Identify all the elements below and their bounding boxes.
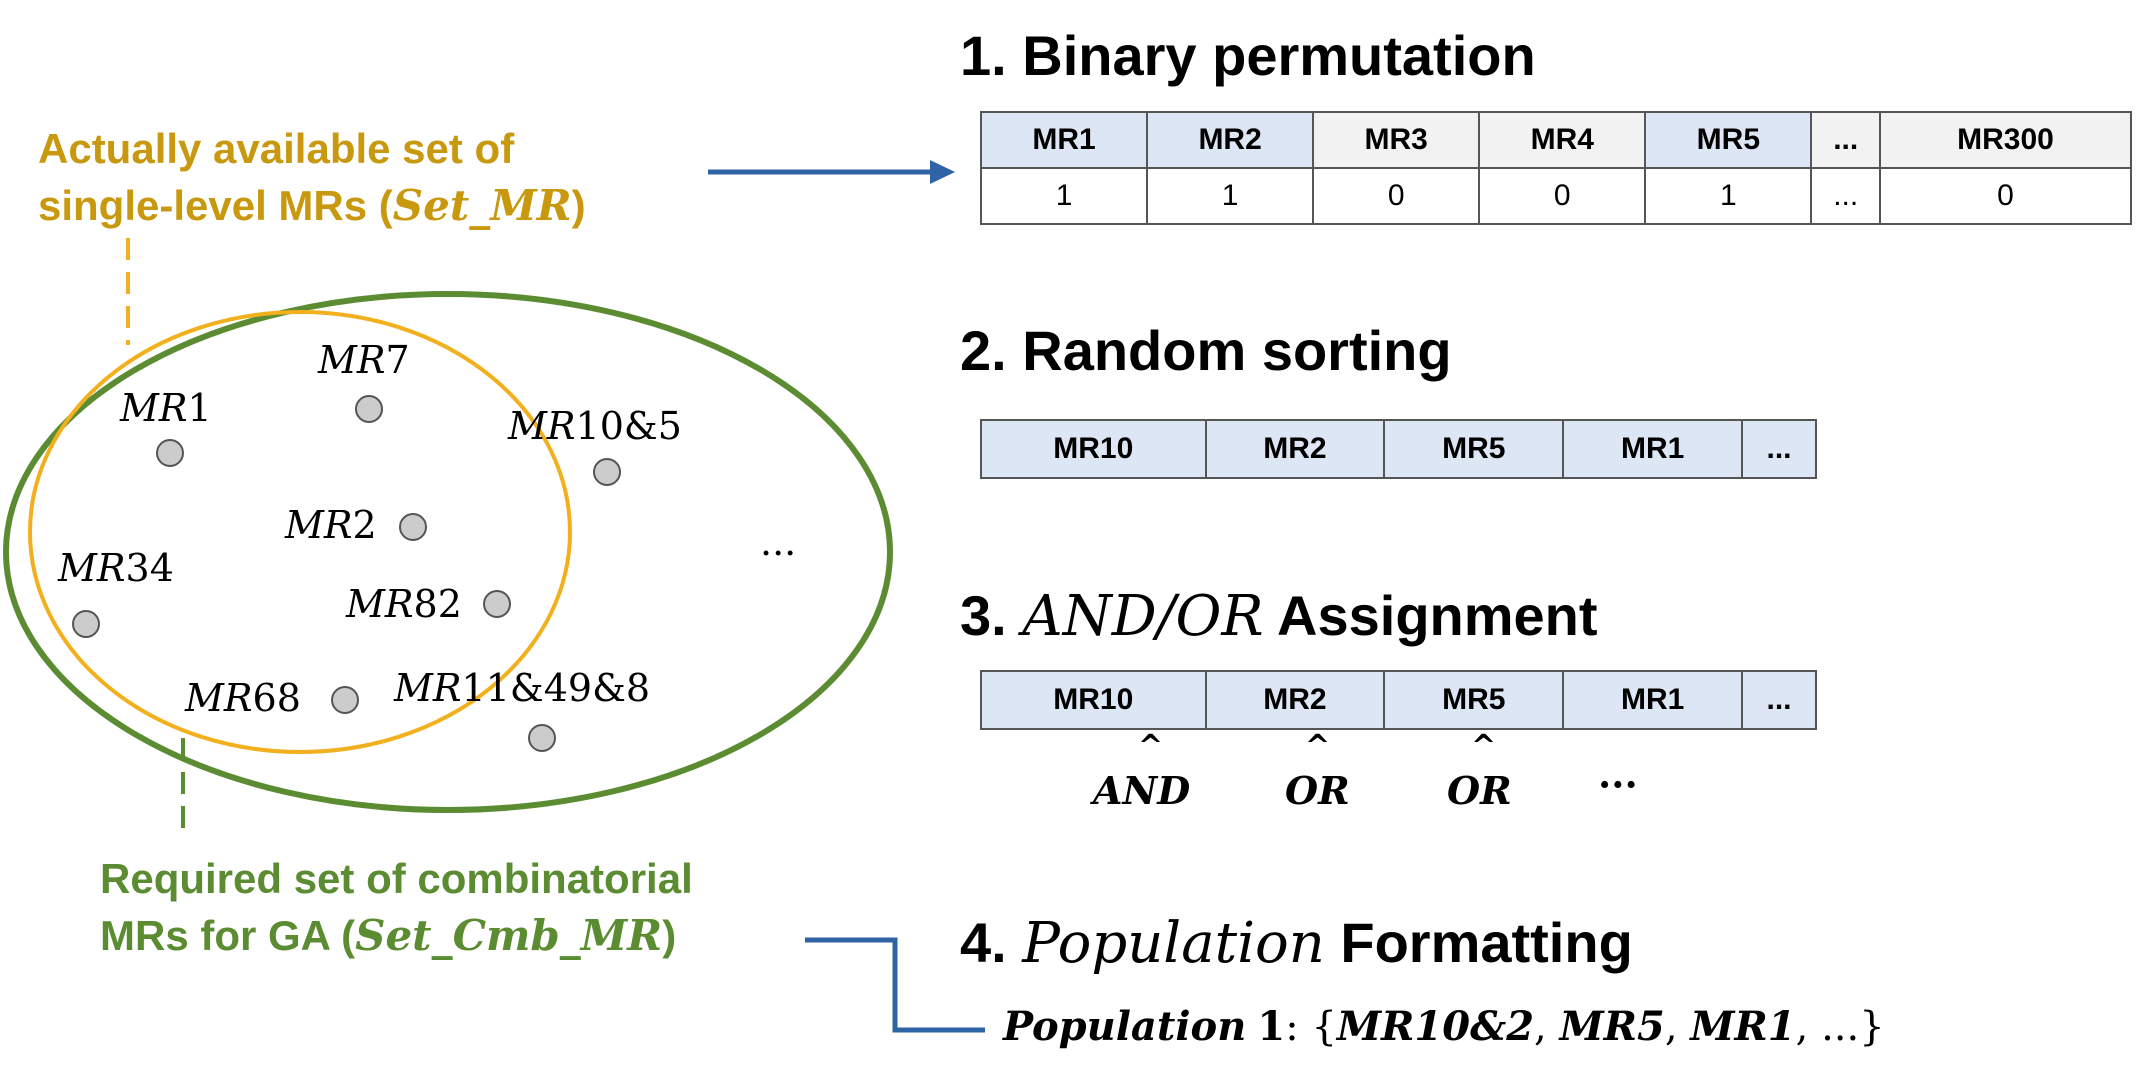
venn-label-mr11and49and8: MR11&49&8 — [394, 666, 651, 710]
mr68-dot — [331, 686, 359, 714]
population-item: ... — [1821, 1004, 1860, 1050]
mr11and49and8-dot — [528, 724, 556, 752]
bp-value-cell: 1 — [1146, 167, 1315, 225]
set-mr-label-line1: Actually available set of — [38, 125, 515, 172]
rs-cell: ... — [1741, 419, 1817, 479]
rs-cell: MR5 — [1383, 419, 1565, 479]
operator-or-2: OR — [1447, 768, 1512, 813]
population-close: } — [1859, 1004, 1885, 1050]
mr34-dot — [72, 610, 100, 638]
population-number: 1 — [1257, 1003, 1286, 1050]
population-label: Population — [1003, 1003, 1247, 1050]
operator-and: AND — [1093, 768, 1191, 813]
step3-title: 3. AND/OR Assignment — [960, 584, 1598, 649]
bp-value-cell: 1 — [979, 167, 1149, 225]
ao-cell: MR2 — [1204, 670, 1386, 730]
set-cmb-mr-connector — [805, 937, 985, 1033]
and-caret-icon: ^ — [1138, 729, 1164, 764]
ao-cell: MR10 — [980, 670, 1207, 730]
venn-label-mr2: MR2 — [285, 503, 377, 547]
rs-cell: MR10 — [980, 419, 1207, 479]
ao-cell: ... — [1741, 670, 1817, 730]
set-mr-math: Set_MR — [392, 181, 572, 230]
mr82-dot — [483, 590, 511, 618]
venn-label-mr10and5: MR10&5 — [508, 404, 682, 448]
and-or-row: MR10 MR2 MR5 MR1 ... — [980, 670, 1817, 730]
bp-value-cell: 0 — [1312, 167, 1481, 225]
operator-ellipsis: ··· — [1598, 762, 1638, 807]
venn-label-mr82: MR82 — [346, 582, 462, 626]
set-mr-ellipse — [28, 310, 572, 754]
step4-title: 4. Population Formatting — [960, 911, 1633, 976]
venn-ellipsis: ... — [760, 520, 797, 564]
random-sorting-table: MR10 MR2 MR5 MR1 ... — [980, 419, 1817, 479]
binary-permutation-value-row: 1 1 0 0 1 ... 0 — [979, 167, 2132, 225]
bp-value-cell: 0 — [1478, 167, 1647, 225]
set-cmb-mr-label: Required set of combinatorial MRs for GA… — [100, 850, 693, 964]
set-cmb-mr-label-line2: MRs for GA (Set_Cmb_MR) — [100, 911, 677, 960]
step2-title: 2. Random sorting — [960, 319, 1452, 382]
rs-cell: MR1 — [1562, 419, 1744, 479]
bp-value-cell: 1 — [1644, 167, 1813, 225]
ao-cell: MR5 — [1383, 670, 1565, 730]
set-mr-label: Actually available set of single-level M… — [38, 120, 586, 234]
population-item: MR1 — [1690, 1003, 1796, 1050]
rs-cell: MR2 — [1204, 419, 1386, 479]
set-cmb-mr-math: Set_Cmb_MR — [355, 911, 663, 960]
binary-permutation-header-row: MR1 MR2 MR3 MR4 MR5 ... MR300 — [979, 111, 2132, 169]
population-line: Population 1: {MR10&2, MR5, MR1, ...} — [1003, 1003, 1885, 1050]
set-mr-arrow-head — [930, 160, 955, 184]
step4-title-math: Population — [1022, 911, 1325, 976]
ao-cell: MR1 — [1562, 670, 1744, 730]
bp-header-cell: MR4 — [1478, 111, 1647, 169]
venn-label-mr1: MR1 — [120, 386, 212, 430]
mr2-dot — [399, 513, 427, 541]
binary-permutation-table: MR1 MR2 MR3 MR4 MR5 ... MR300 1 1 0 0 1 … — [979, 111, 2132, 225]
population-item: MR5 — [1559, 1003, 1665, 1050]
population-open: : { — [1285, 1004, 1337, 1050]
population-item: MR10&2 — [1336, 1003, 1535, 1050]
mr1-dot — [156, 439, 184, 467]
or-caret-icon: ^ — [1471, 729, 1497, 764]
venn-label-mr34: MR34 — [58, 546, 174, 590]
mr7-dot — [355, 395, 383, 423]
bp-header-cell: MR3 — [1312, 111, 1481, 169]
or-caret-icon: ^ — [1305, 729, 1331, 764]
bp-header-cell: ... — [1810, 111, 1882, 169]
operator-or-1: OR — [1285, 768, 1350, 813]
venn-label-mr7: MR7 — [318, 338, 410, 382]
and-or-table: MR10 MR2 MR5 MR1 ... — [980, 670, 1817, 730]
bp-header-cell: MR2 — [1146, 111, 1315, 169]
step1-title: 1. Binary permutation — [960, 24, 1536, 87]
bp-header-cell: MR5 — [1644, 111, 1813, 169]
step3-title-math: AND/OR — [1022, 584, 1264, 649]
bp-value-cell: 0 — [1879, 167, 2132, 225]
bp-value-cell: ... — [1810, 167, 1882, 225]
random-sorting-row: MR10 MR2 MR5 MR1 ... — [980, 419, 1817, 479]
set-mr-label-line2: single-level MRs (Set_MR) — [38, 181, 586, 230]
set-cmb-mr-ellipse — [3, 291, 893, 813]
bp-header-cell: MR300 — [1879, 111, 2132, 169]
bp-header-cell: MR1 — [979, 111, 1149, 169]
venn-label-mr68: MR68 — [185, 676, 301, 720]
mr10and5-dot — [593, 458, 621, 486]
set-cmb-mr-label-line1: Required set of combinatorial — [100, 855, 693, 902]
